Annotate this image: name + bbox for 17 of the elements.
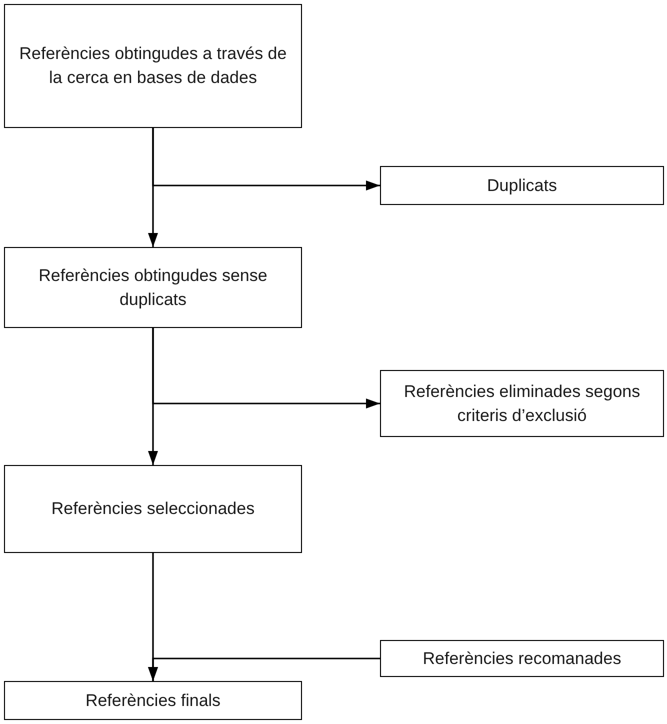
box-label: Referències obtingudes a través de la cerca en bases de dades — [18, 43, 288, 89]
box-label: Duplicats — [487, 174, 557, 196]
process-box — [380, 640, 664, 677]
box-label: Referències obtingudes sense duplicats — [38, 264, 268, 310]
arrow — [148, 658, 380, 681]
box-label: Referències seleccionades — [51, 498, 255, 520]
process-box — [4, 681, 302, 720]
process-box — [380, 370, 664, 437]
box-label: Referències recomanades — [422, 648, 622, 670]
process-box — [380, 166, 664, 205]
arrow — [152, 328, 380, 408]
box-label: Referències eliminades segons criteris d’exclusió — [402, 380, 642, 426]
process-box — [4, 247, 302, 328]
process-box — [4, 4, 302, 128]
process-box — [4, 465, 302, 553]
arrow — [152, 128, 380, 190]
box-label: Referències finals — [85, 690, 221, 712]
